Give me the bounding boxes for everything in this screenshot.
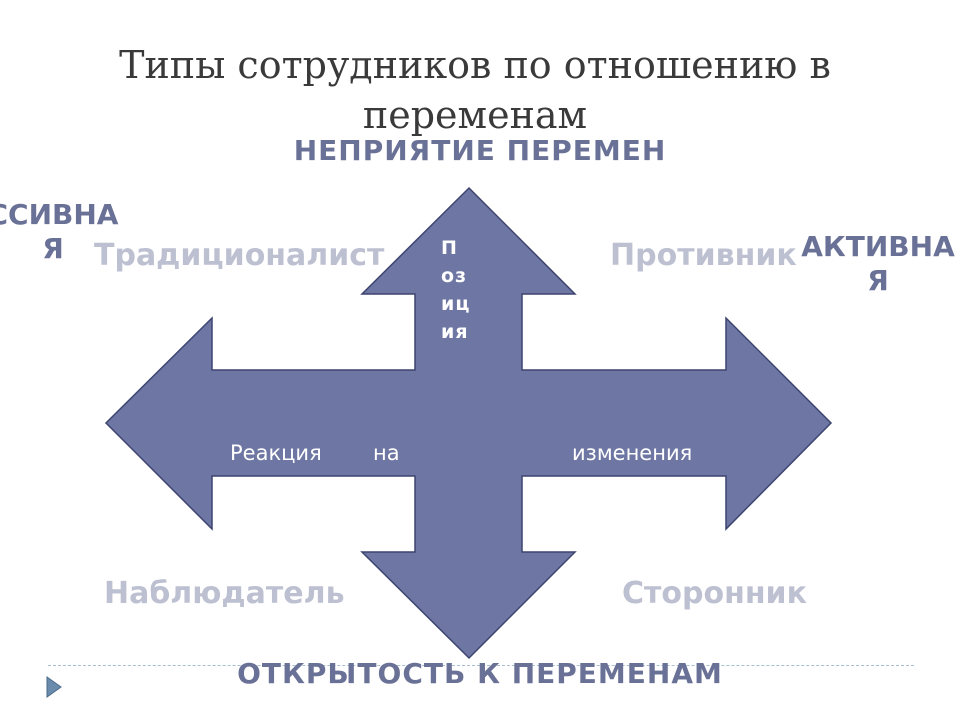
- vertical-axis-label-line4: ия: [441, 321, 469, 343]
- horizontal-axis-label-word2: на: [373, 441, 400, 465]
- vertical-axis-label-line1: П: [441, 237, 458, 259]
- slide-title: Типы сотрудников по отношению в перемена…: [119, 43, 831, 137]
- axis-label-bottom: ОТКРЫТОСТЬ К ПЕРЕМЕНАМ: [237, 657, 723, 690]
- side-label-right-line2: Я: [867, 264, 889, 297]
- quadrant-supporter: Сторонник: [622, 576, 807, 611]
- horizontal-axis-label-word1: Реакция: [230, 441, 322, 465]
- triangle-bullet-icon: [46, 676, 62, 698]
- quadrant-observer: Наблюдатель: [104, 576, 345, 611]
- vertical-axis-label: П оз иц ия: [441, 234, 501, 346]
- axis-label-top: НЕПРИЯТИЕ ПЕРЕМЕН: [293, 134, 667, 167]
- side-label-left: ССИВНА Я: [0, 198, 148, 266]
- vertical-axis-label-line2: оз: [441, 265, 468, 287]
- slide-divider: [48, 665, 914, 666]
- quadrant-traditionalist: Традиционалист: [94, 238, 385, 273]
- side-label-left-line1: ССИВНА: [0, 198, 119, 231]
- side-label-right-line1: АКТИВНА: [801, 230, 955, 263]
- four-way-arrow: [104, 186, 833, 660]
- vertical-axis-label-line3: иц: [441, 293, 471, 315]
- side-label-left-line2: Я: [42, 232, 64, 265]
- side-label-right: АКТИВНА Я: [790, 230, 960, 298]
- horizontal-axis-label-word3: изменения: [572, 441, 693, 465]
- quadrant-opponent: Противник: [610, 238, 797, 273]
